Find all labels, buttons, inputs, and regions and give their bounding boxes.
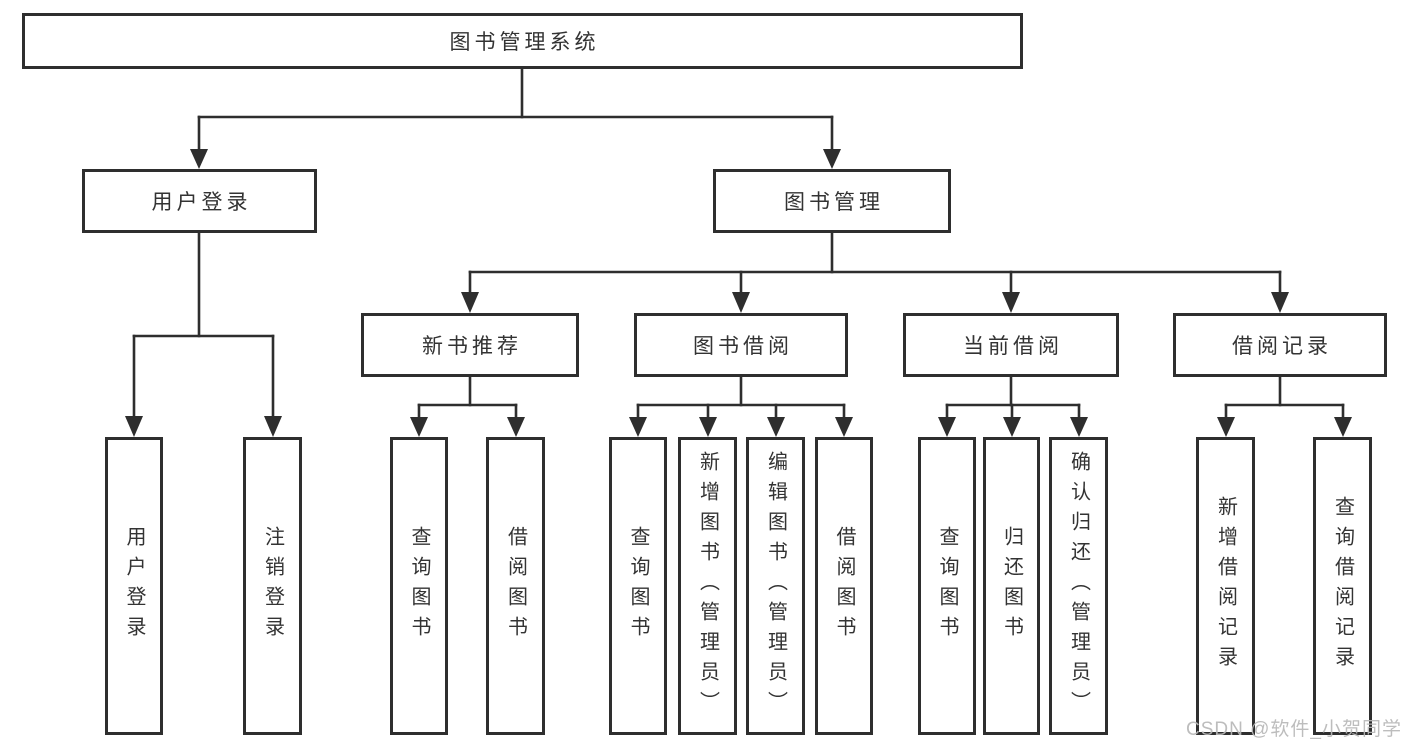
leaf-query-books-recommend: 查询图书 [390, 437, 448, 735]
csdn-watermark: CSDN @软件_小贺同学 [1186, 719, 1402, 740]
leaf-borrow-books-recommend: 借阅图书 [486, 437, 545, 735]
leaf-user-login: 用户登录 [105, 437, 163, 735]
node-book-borrow: 图书借阅 [634, 313, 848, 377]
node-user-login: 用户登录 [82, 169, 317, 233]
node-book-management: 图书管理 [713, 169, 951, 233]
leaf-query-books-current: 查询图书 [918, 437, 976, 735]
leaf-return-book: 归还图书 [983, 437, 1040, 735]
leaf-add-borrow-record: 新增借阅记录 [1196, 437, 1255, 735]
node-borrow-records: 借阅记录 [1173, 313, 1387, 377]
node-library-management-system: 图书管理系统 [22, 13, 1023, 69]
leaf-add-book-admin: 新增图书（管理员） [678, 437, 737, 735]
leaf-query-borrow-record: 查询借阅记录 [1313, 437, 1372, 735]
node-new-book-recommend: 新书推荐 [361, 313, 579, 377]
leaf-borrow-books: 借阅图书 [815, 437, 873, 735]
leaf-query-books-borrow: 查询图书 [609, 437, 667, 735]
node-current-borrow: 当前借阅 [903, 313, 1119, 377]
leaf-confirm-return-admin: 确认归还（管理员） [1049, 437, 1108, 735]
leaf-edit-book-admin: 编辑图书（管理员） [746, 437, 805, 735]
leaf-logout: 注销登录 [243, 437, 302, 735]
